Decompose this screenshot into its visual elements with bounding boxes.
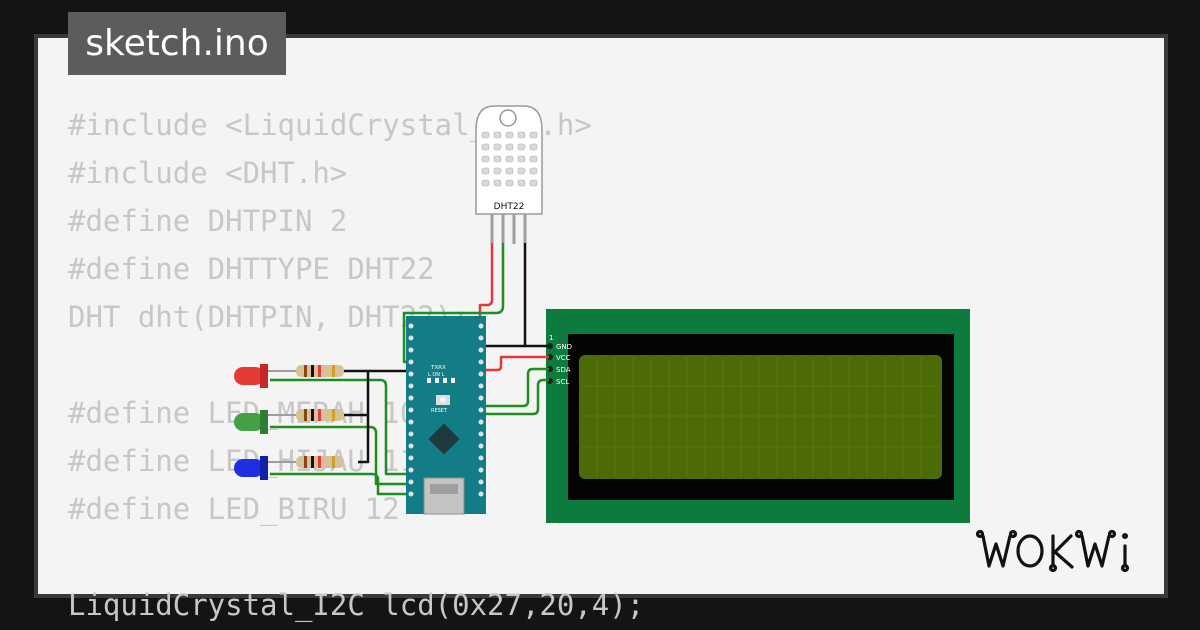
wire-data [402,243,505,364]
wokwi-logo [975,529,1130,573]
code-line: #define LED_BIRU 12 [68,492,400,526]
mounting-hole [499,109,517,127]
led-blue[interactable] [234,456,296,480]
wires [270,243,549,496]
reset-button-cap [440,397,446,403]
dht22-label: DHT22 [494,202,525,212]
resistor [296,409,344,421]
usb-port [430,484,458,494]
lcd-pin-label: SCL [556,378,569,386]
lcd-pin-label: GND [556,343,572,351]
wire-resistor-gnd [344,369,370,464]
wire-gnd [523,243,549,348]
nano-txrx-label: TXRX [430,365,446,371]
wire-lcd-vcc [486,355,549,372]
wire-scl [480,378,549,416]
lcd-pin-label: VCC [556,354,571,362]
code-line: DHT dht(DHTPIN, DHT22); [68,300,470,334]
code-line: #define DHTPIN 2 [68,204,348,238]
nano-reset-label: RESET [431,408,448,414]
led-green[interactable] [234,410,296,434]
nano-chip [428,423,460,455]
code-line: #define DHTTYPE DHT22 [68,252,435,286]
wire-led-green [270,425,414,486]
resistor [296,456,344,468]
usb-connector [423,477,465,515]
wire-vcc [478,243,494,360]
lcd-module: 1 GND VCC SDA SCL [546,309,970,523]
filename-tab[interactable]: sketch.ino [68,12,286,75]
wire-sda [480,367,549,408]
arduino-nano[interactable]: TXRX L ON L RESET [406,316,486,515]
code-line: #include <DHT.h> [68,156,348,190]
wire-led-blue [270,472,414,496]
resistor [296,365,344,377]
wire-led-red [270,378,414,476]
code-line: LiquidCrystal_I2C lcd(0x27,20,4); [68,588,645,622]
code-line: #define LED_MERAH 10 [68,396,418,430]
lcd-pin-label: SDA [556,366,571,374]
led-red[interactable] [234,364,296,388]
lcd-pin-number: 1 [549,334,553,342]
dht22-sensor[interactable]: DHT22 [475,105,543,244]
nano-led-labels: L ON L [428,372,445,378]
